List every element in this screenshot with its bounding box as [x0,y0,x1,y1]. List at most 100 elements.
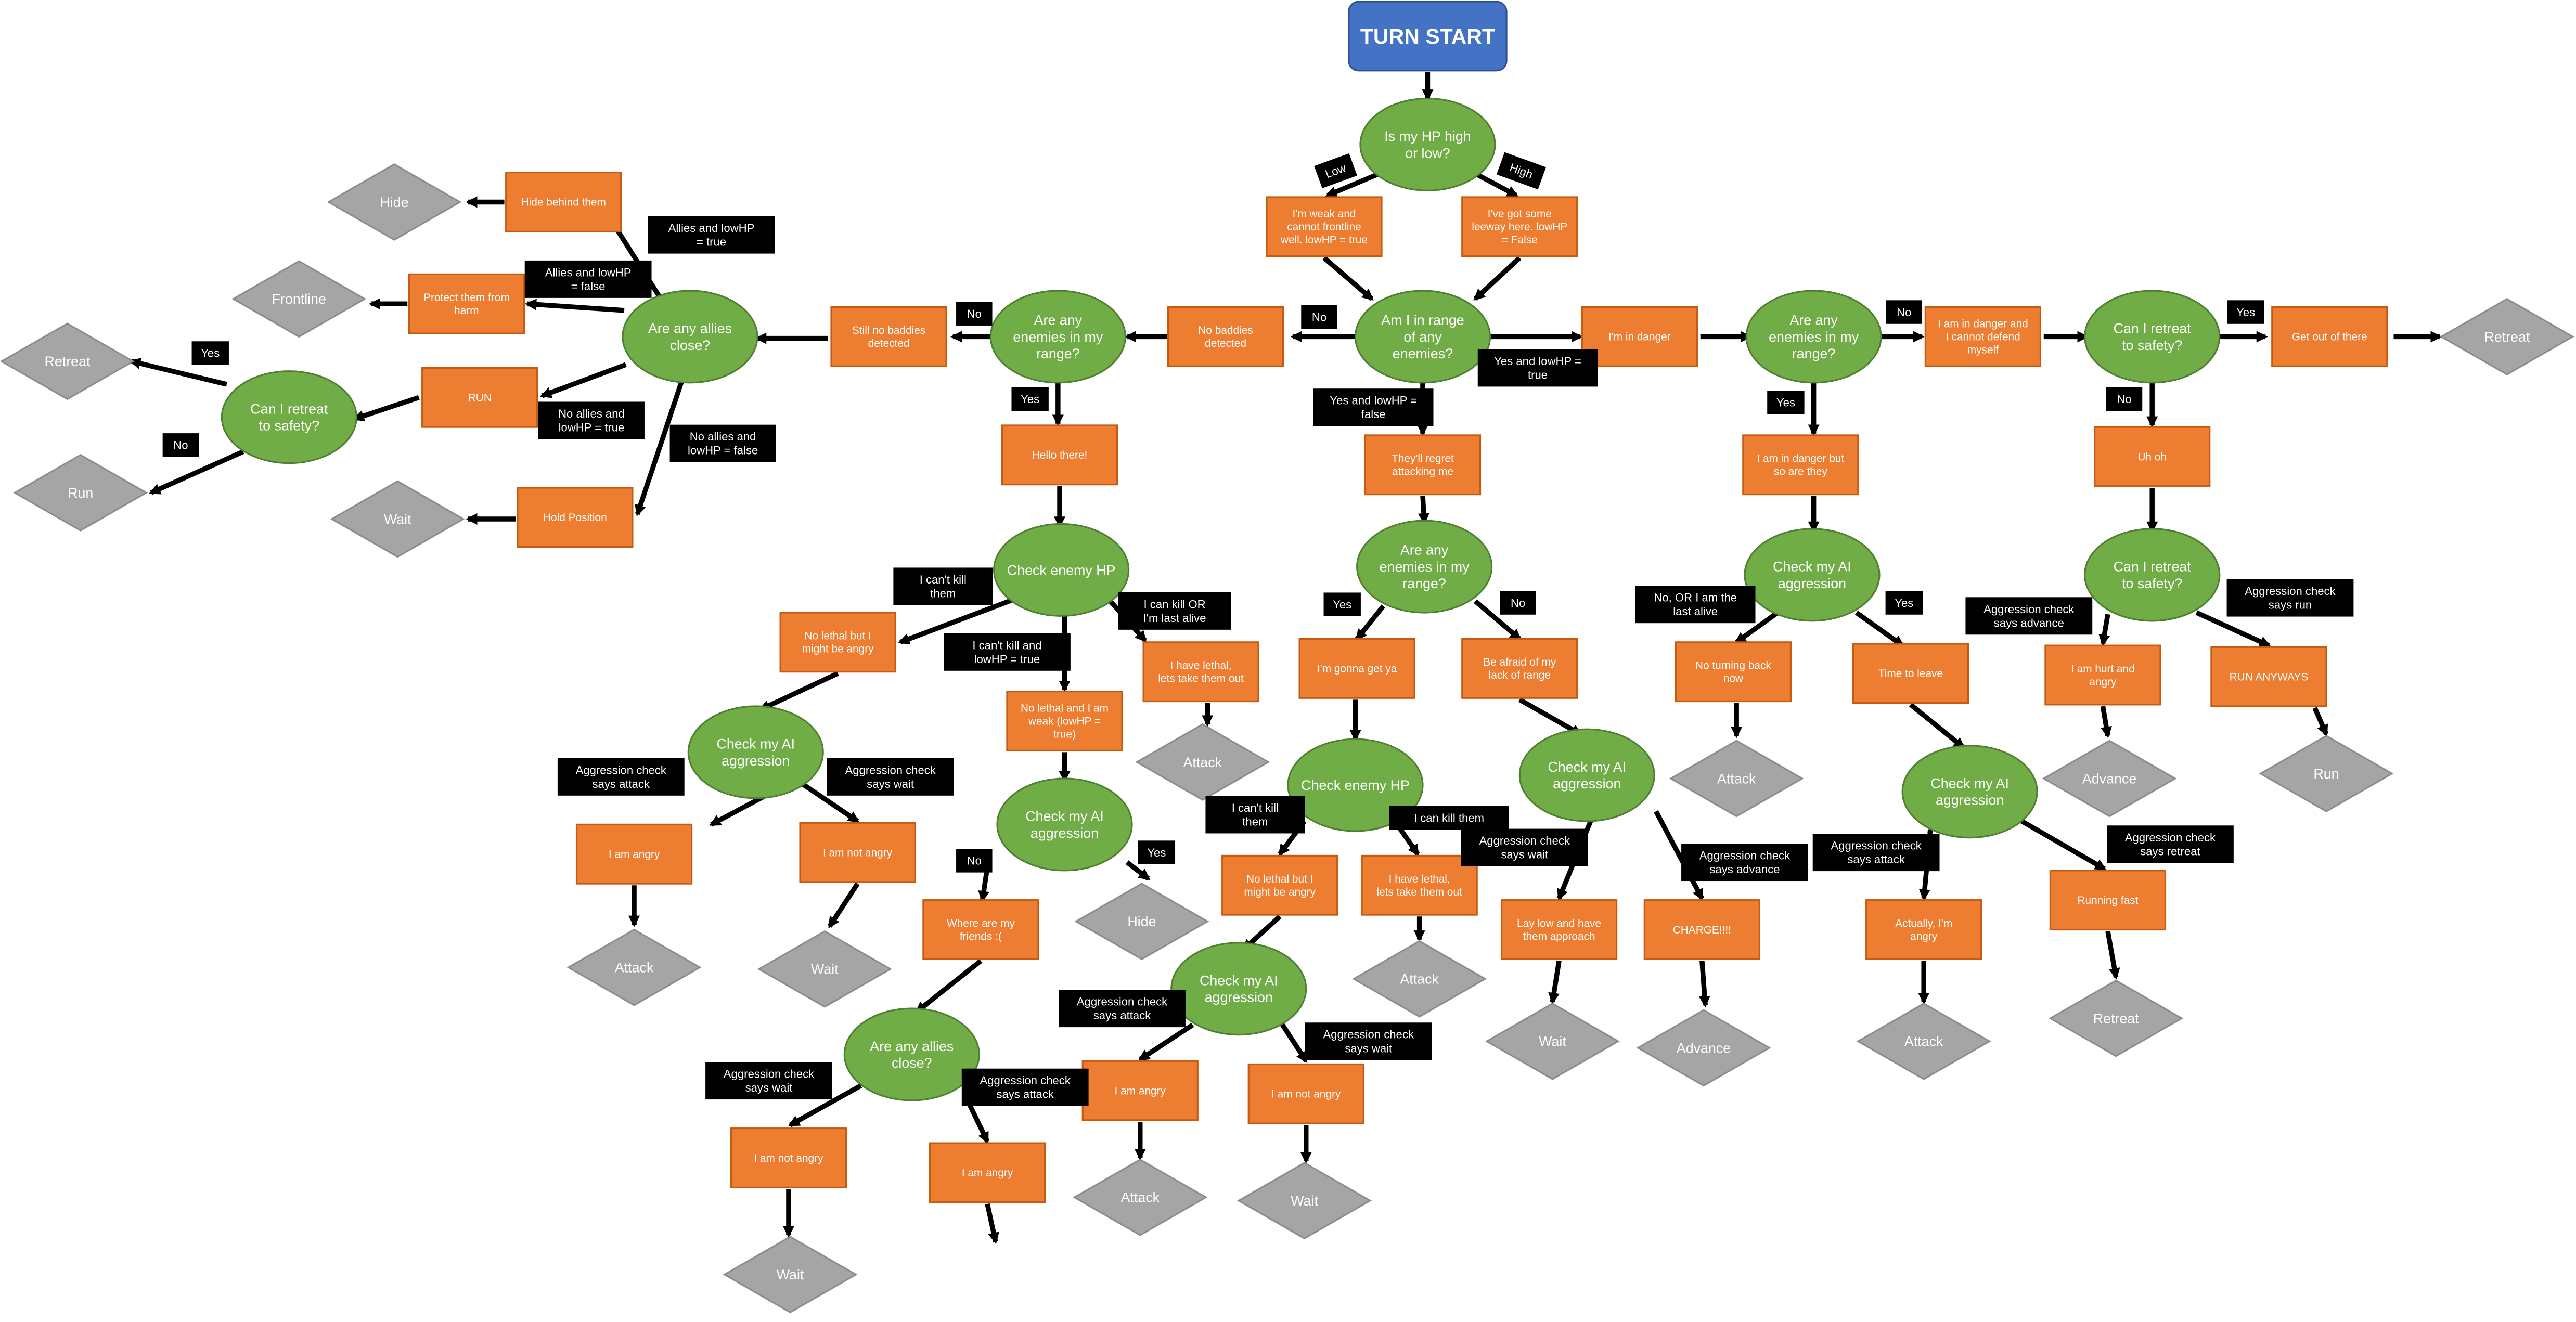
condition-label: Yes and lowHP =true [1477,349,1598,387]
action-label: RUN ANYWAYS [2230,671,2309,683]
flow-arrow [1355,604,1385,641]
condition-text: Yes [1021,393,1039,406]
condition-text: I can kill them [1414,812,1484,825]
flow-arrow [539,362,627,398]
action-node: I am not angry [1247,1063,1364,1124]
condition-text: No [1511,597,1525,610]
action-node: I am angry [575,823,693,885]
flow-arrow [2312,707,2329,737]
condition-text: Allies and lowHP= true [668,222,755,249]
action-label: Get out of there [2292,331,2367,343]
terminal-label: Wait [1291,1193,1318,1209]
action-node: RUN ANYWAYS [2210,646,2327,707]
terminal-node: Attack [1352,940,1487,1018]
condition-label: I can kill them [1389,806,1509,830]
condition-label: No [956,302,993,326]
terminal-node: Attack [1135,723,1270,801]
condition-label: Allies and lowHP= false [524,260,652,298]
action-node: I am not angry [730,1127,847,1188]
flow-arrow [2018,817,2107,871]
flow-arrow [1854,611,1905,648]
terminal-node: Advance [2042,740,2177,818]
terminal-label: Attack [1717,771,1756,786]
condition-label: No [162,433,199,457]
terminal-label: Retreat [2484,329,2530,345]
flow-arrow [1698,961,1710,1008]
action-node: I am not angry [799,822,916,883]
action-label: I have lethal,lets take them out [1376,873,1462,898]
flow-arrow [1279,1021,1308,1064]
terminal-label: Attack [1400,971,1439,987]
terminal-label: Frontline [272,291,326,307]
condition-text: Yes [1776,396,1795,409]
action-label: I am not angry [823,847,893,859]
condition-text: Yes [1333,598,1351,611]
action-node: Hold Position [517,487,634,548]
condition-label: High [1496,152,1547,190]
action-label: Hide behind them [521,197,606,209]
condition-text: Yes [201,347,220,360]
condition-label: No [1301,305,1337,329]
action-label: I'm in danger [1608,331,1671,343]
terminal-label: Run [68,485,93,501]
terminal-label: Wait [811,962,839,977]
terminal-label: Hide [380,195,408,210]
terminal-label: Retreat [2093,1010,2140,1026]
action-node: RUN [421,367,538,428]
condition-text: Allies and lowHP= false [545,266,632,293]
action-label: Hello there! [1032,449,1088,461]
terminal-label: Advance [1677,1040,1731,1056]
flow-arrow [1125,860,1151,881]
